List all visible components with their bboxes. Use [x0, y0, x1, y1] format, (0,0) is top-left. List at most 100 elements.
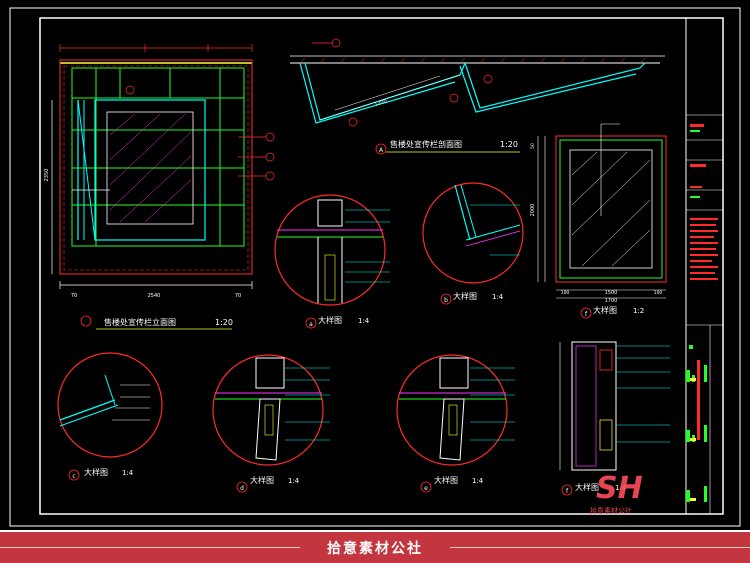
drawing-stroke: [690, 254, 718, 256]
detail-f-marker: f: [585, 311, 588, 318]
drawing-stroke: [419, 57, 426, 64]
drawing-stroke: [690, 230, 718, 232]
detail-b-title: 大样图: [453, 291, 477, 301]
drawing-stroke: [339, 57, 346, 64]
drawing-stroke: [555, 135, 667, 283]
drawing-stroke: [109, 131, 192, 211]
drawing-stroke: [690, 378, 696, 381]
drawing-stroke: [690, 266, 718, 268]
drawing-stroke: [690, 124, 718, 440]
drawing-stroke: [599, 57, 606, 64]
elevation-width-dim: 2540: [148, 293, 161, 299]
drawing-stroke: [265, 132, 275, 142]
footer-divider-right: [450, 547, 750, 548]
footer-caption: 拾意素材公社: [327, 541, 423, 557]
inner-border: [39, 17, 724, 515]
detail-b-view: b 大样图 1:4: [422, 182, 524, 305]
drawing-stroke: [686, 370, 690, 382]
drawing-stroke: [704, 365, 707, 382]
drawing-stroke: [690, 260, 712, 262]
drawing-stroke: [299, 62, 456, 124]
drawing-stroke: [285, 367, 330, 441]
elevation-title: 售楼处宣传栏立面图: [104, 317, 176, 327]
elevation-view: 2540 70 70 2350 售楼处宣传栏立面图 1:20: [44, 44, 275, 330]
drawing-stroke: [479, 57, 486, 64]
drawing-stroke: [449, 93, 459, 103]
drawing-stroke: [348, 117, 358, 127]
drawing-stroke: [690, 498, 696, 501]
drawing-stroke: [59, 404, 119, 427]
watermark-caption: 拾意素材公社: [590, 506, 632, 515]
f-side-left-dim: 100: [561, 290, 570, 296]
drawing-stroke: [599, 349, 613, 371]
drawing-stroke: [59, 59, 253, 275]
drawing-stroke: [571, 341, 617, 471]
drawing-stroke: [690, 224, 716, 226]
drawing-stroke: [575, 345, 597, 467]
detail-d-view: d 大样图 1:4: [212, 354, 330, 493]
section-scale: 1:20: [500, 140, 518, 149]
drawing-stroke: [324, 254, 336, 301]
drawing-stroke: [77, 99, 96, 241]
drawing-stroke: [106, 111, 194, 225]
drawing-stroke: [299, 57, 646, 64]
drawing-stroke: [375, 143, 387, 155]
drawing-stroke: [144, 179, 192, 223]
drawing-stroke: [499, 57, 506, 64]
drawing-stroke: [561, 484, 573, 496]
drawing-stroke: [483, 74, 493, 84]
f-height-dim: 2000: [530, 204, 536, 217]
drawing-stroke: [704, 425, 707, 442]
drawing-stroke: [571, 151, 628, 206]
detail-e-scale: 1:4: [472, 477, 484, 485]
f-side-right-dim: 100: [654, 290, 663, 296]
drawing-stroke: [686, 130, 707, 502]
drawing-stroke: [579, 57, 586, 64]
drawing-stroke: [690, 124, 704, 127]
drawing-stroke: [68, 469, 80, 481]
footer-banner: 拾意素材公社: [0, 530, 750, 563]
drawing-stroke: [571, 151, 651, 267]
drawing-stroke: [616, 345, 670, 443]
drawing-stroke: [359, 57, 366, 64]
section-view: 1200 A 售楼处宣传栏剖面图 1:20: [290, 38, 665, 155]
drawing-stroke: [236, 481, 248, 493]
drawing-stroke: [599, 419, 613, 451]
drawing-stroke: [422, 182, 524, 284]
drawing-stroke: [265, 152, 275, 162]
drawing-stroke: [109, 113, 186, 186]
drawing-stroke: [59, 399, 116, 421]
watermark-logo: SH 拾意素材公社: [590, 471, 643, 515]
drawing-stroke: [379, 57, 386, 64]
drawing-stroke: [299, 62, 646, 124]
drawing-stroke: [559, 139, 663, 279]
detail-f2-title: 大样图: [575, 482, 599, 492]
drawing-stroke: [274, 194, 386, 306]
drawing-stroke: [704, 486, 707, 502]
elevation-scale: 1:20: [215, 318, 233, 327]
detail-a-marker: a: [309, 321, 313, 328]
elevation-side-right-dim: 70: [235, 293, 241, 299]
drawing-stroke: [690, 272, 715, 274]
drawing-stroke: [396, 354, 508, 466]
drawing-stroke: [440, 293, 452, 305]
elevation-height-dim: 2350: [44, 169, 50, 182]
f-total-width-dim: 1700: [605, 298, 618, 304]
drawing-stroke: [439, 398, 465, 461]
detail-c-marker: c: [72, 473, 75, 480]
drawing-stroke: [125, 85, 275, 181]
detail-d-scale: 1:4: [288, 477, 300, 485]
section-title: 售楼处宣传栏剖面图: [390, 139, 462, 149]
detail-f2-scale: 1:4: [615, 484, 627, 492]
drawing-stroke: [690, 186, 702, 188]
drawing-stroke: [57, 352, 163, 458]
drawing-stroke: [690, 378, 696, 501]
detail-c-view: c 大样图 1:4: [57, 352, 163, 481]
drawing-stroke: [80, 315, 92, 327]
drawing-stroke: [345, 209, 390, 283]
drawing-stroke: [686, 490, 690, 502]
detail-f2-view: f 大样图 1:4: [559, 341, 670, 496]
drawing-stroke: [109, 113, 136, 136]
drawing-stroke: [580, 307, 592, 319]
